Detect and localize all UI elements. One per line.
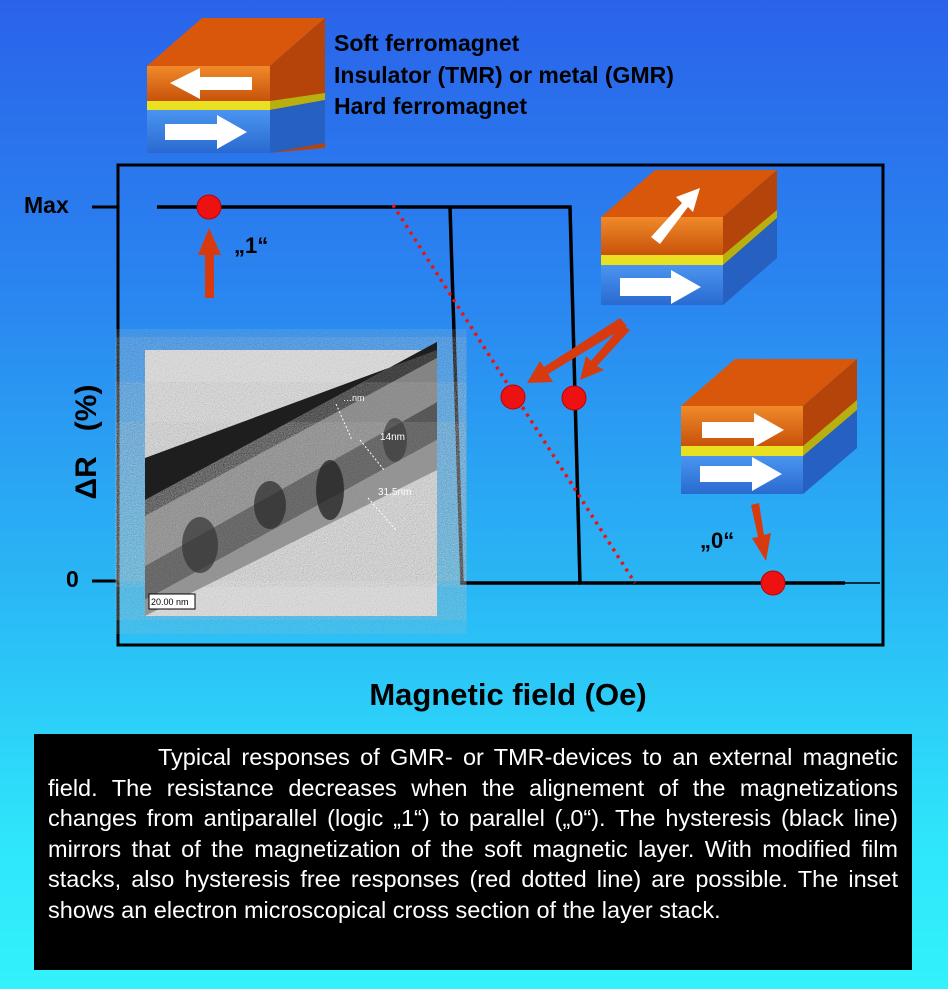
inset-layer-label-bottom: 31.5nm bbox=[378, 487, 411, 498]
markers bbox=[196, 194, 786, 596]
logic-zero-label: „0“ bbox=[700, 528, 735, 553]
plot-frame bbox=[116, 163, 885, 647]
stack-parallel bbox=[681, 359, 857, 494]
arrows bbox=[198, 228, 771, 561]
inset-scale-bar: 20.00 nm bbox=[151, 597, 189, 607]
x-axis-label: Magnetic field (Oe) bbox=[369, 677, 647, 712]
legend-soft-label: Soft ferromagnet bbox=[334, 30, 520, 56]
marker-antiparallel bbox=[196, 194, 222, 220]
tem-inset-image: 20.00 nm …nm 14nm 31.5nm bbox=[145, 342, 437, 616]
marker-hysteresis-midpoint bbox=[561, 385, 587, 411]
marker-dotted-midpoint bbox=[500, 384, 526, 410]
caption-text: Typical responses of GMR- or TMR-devices… bbox=[48, 744, 898, 923]
inset-layer-label-top: …nm bbox=[343, 393, 365, 403]
legend-stack-antiparallel bbox=[147, 18, 325, 153]
y-axis-label: ΔR (%) bbox=[70, 384, 103, 500]
inset-layer-label-mid: 14nm bbox=[380, 432, 405, 443]
legend-hard-label: Hard ferromagnet bbox=[334, 93, 527, 119]
ytick-max-label: Max bbox=[24, 192, 69, 218]
logic-one-label: „1“ bbox=[234, 233, 269, 258]
stack-intermediate bbox=[601, 170, 777, 305]
marker-parallel bbox=[760, 570, 786, 596]
ytick-zero-label: 0 bbox=[66, 566, 79, 592]
caption-box: Typical responses of GMR- or TMR-devices… bbox=[34, 734, 912, 970]
legend-insulator-label: Insulator (TMR) or metal (GMR) bbox=[334, 62, 674, 88]
